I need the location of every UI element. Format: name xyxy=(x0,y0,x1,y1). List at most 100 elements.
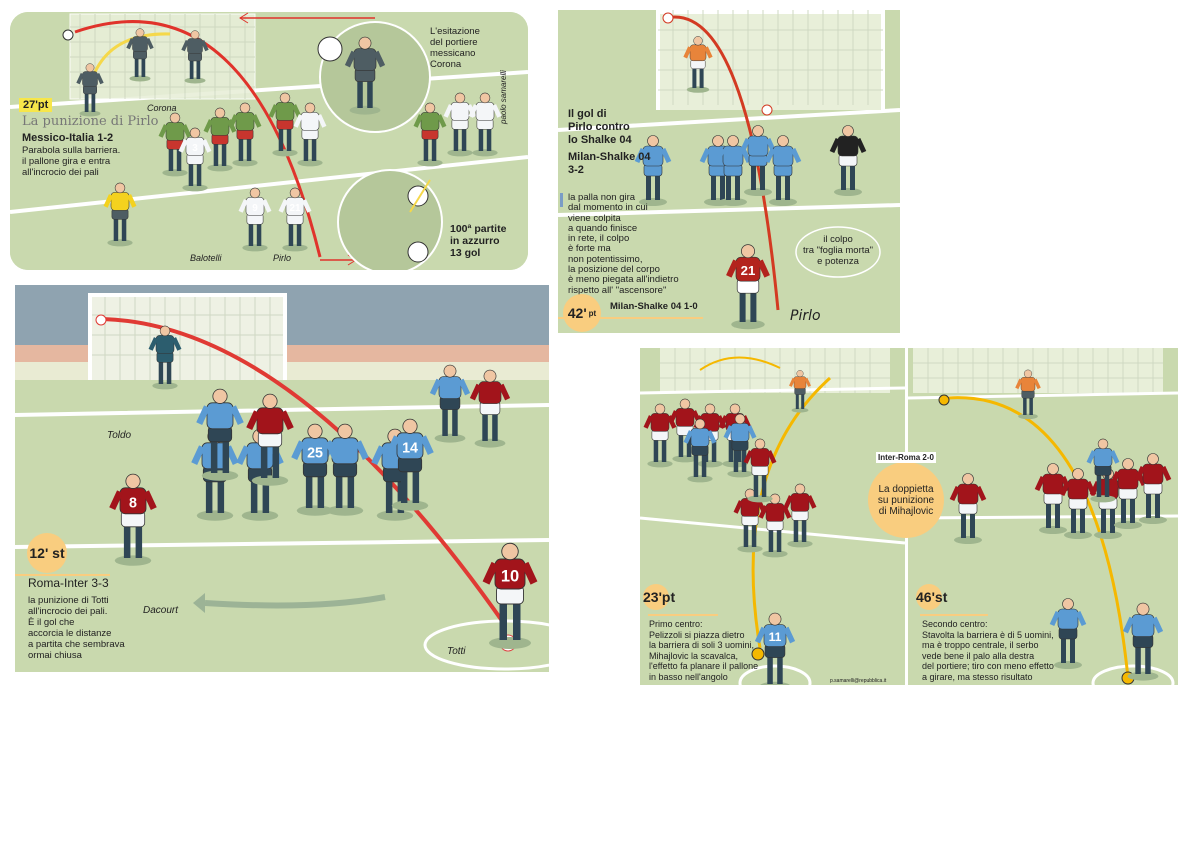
player: 11 xyxy=(754,612,796,685)
player: 25 xyxy=(291,423,339,516)
player xyxy=(344,36,386,115)
description-line: Parabola sulla barriera. xyxy=(22,145,121,156)
match-header: Inter-Roma 2-0 xyxy=(875,452,936,463)
player xyxy=(228,102,262,167)
goal-net xyxy=(69,13,256,100)
stats: 100ª partite in azzurro 13 gol xyxy=(450,223,506,259)
description-line: ormai chiusa xyxy=(28,650,82,661)
title-line: Il gol di xyxy=(568,108,607,120)
panel-title: La punizione di Pirlo xyxy=(22,114,159,129)
note-line: Corona xyxy=(430,59,462,70)
player xyxy=(1086,438,1120,503)
player xyxy=(668,398,702,463)
minute-suffix: pt xyxy=(588,308,597,318)
player xyxy=(683,36,713,93)
description-line: l'effetto fa planare il pallone xyxy=(649,661,759,671)
credit: p.samarelli@repubblica.it xyxy=(830,678,887,684)
ball-trajectory xyxy=(74,20,322,258)
player xyxy=(1109,458,1147,529)
description-line: a girare, ma stesso risultato xyxy=(922,671,1033,682)
minute-badge: 46'st xyxy=(916,584,947,610)
description-line: non potentissimo, xyxy=(568,253,643,265)
minute-badge: 42'pt xyxy=(563,294,601,332)
player xyxy=(246,393,294,486)
player xyxy=(321,423,369,516)
player xyxy=(158,112,192,177)
match-line: 3-2 xyxy=(568,164,584,176)
description-line: dal momento in cui xyxy=(568,202,648,214)
player xyxy=(723,413,757,478)
jersey-number: 25 xyxy=(307,445,323,461)
player xyxy=(758,493,792,558)
description-line: la punizione di Totti xyxy=(28,595,109,606)
jersey-number: 21 xyxy=(289,203,301,214)
headline-badge: Inter-Roma 2-0 La doppietta su punizione… xyxy=(868,452,944,538)
ball-trajectory xyxy=(947,396,1130,679)
minute: 23'pt xyxy=(643,589,676,605)
description-line: del portiere; tiro con meno effetto xyxy=(922,661,1054,671)
headline-line: su punizione xyxy=(877,494,935,506)
description-line: viene colpita xyxy=(568,212,621,224)
jersey-number: 11 xyxy=(769,630,782,644)
player xyxy=(413,102,447,167)
stat-line: in azzurro xyxy=(450,235,500,247)
minute: 42' xyxy=(567,305,587,321)
player xyxy=(443,92,477,157)
panel-inter-roma-second: 46'st Secondo centro:Stavolta la barrier… xyxy=(908,348,1178,685)
description-line: la palla non gira xyxy=(568,192,636,203)
jersey-number: 21 xyxy=(741,263,756,278)
note-line: del portiere xyxy=(430,37,478,48)
jersey-number: 10 xyxy=(501,568,519,586)
player xyxy=(126,28,154,82)
player xyxy=(714,135,752,206)
description-line: all'incrocio dei pali xyxy=(22,167,99,178)
label-balotelli: Balotelli xyxy=(190,253,222,263)
field-illustration: 8 25 14 10 xyxy=(15,285,549,672)
jersey-number: 9 xyxy=(252,203,258,214)
description-line: Secondo centro: xyxy=(922,619,988,629)
jersey-number: 3 xyxy=(192,143,198,154)
movement-arrow xyxy=(204,594,386,609)
player: 10 xyxy=(482,542,538,649)
description-line: Mihajlovic la scavalca, xyxy=(649,650,739,661)
player xyxy=(1059,468,1097,539)
description-line: in basso nell'angolo xyxy=(649,671,728,682)
minute-badge: 12' st xyxy=(27,533,67,573)
player xyxy=(468,92,502,157)
player xyxy=(293,102,327,167)
minute-badge: 23'pt xyxy=(643,584,675,610)
callout-line: e potenza xyxy=(817,256,859,267)
match-score: Messico-Italia 1-2 xyxy=(22,132,114,144)
player xyxy=(739,125,777,196)
callout-line: tra "foglia morta" xyxy=(802,245,874,256)
title-line: lo Shalke 04 xyxy=(568,134,632,146)
label-dacourt: Dacourt xyxy=(143,605,179,616)
player xyxy=(949,473,987,544)
player xyxy=(683,418,717,483)
half-score: Milan-Shalke 04 1-0 xyxy=(610,301,698,312)
player xyxy=(268,92,302,157)
label-corona: Corona xyxy=(147,103,177,113)
description-line: vede bene il palo alla destra xyxy=(922,650,1035,661)
player xyxy=(789,370,811,413)
player xyxy=(783,483,817,548)
player xyxy=(429,364,471,443)
panel-milan-shalke: 21 Il gol di Pirlo contro lo Shalke 04 M… xyxy=(558,10,900,333)
panel-roma-inter: 8 25 14 10 12' st Roma-Inter 3- xyxy=(15,285,549,672)
player xyxy=(148,325,182,390)
note-line: messicano xyxy=(430,48,476,59)
callout-text: il colpo tra "foglia morta" e potenza xyxy=(798,234,878,267)
player xyxy=(829,125,867,196)
ball-trajectory xyxy=(102,317,507,627)
note-line: L'esitazione xyxy=(430,26,480,37)
player: 9 xyxy=(238,187,272,252)
description-line: accorcia le distanze xyxy=(28,628,112,639)
headline-line: di Mihajlovic xyxy=(878,505,934,517)
player xyxy=(103,182,137,247)
description-line: in rete, il colpo xyxy=(568,233,630,245)
player xyxy=(196,388,244,481)
player xyxy=(469,369,511,448)
ball-trajectory xyxy=(665,15,780,311)
